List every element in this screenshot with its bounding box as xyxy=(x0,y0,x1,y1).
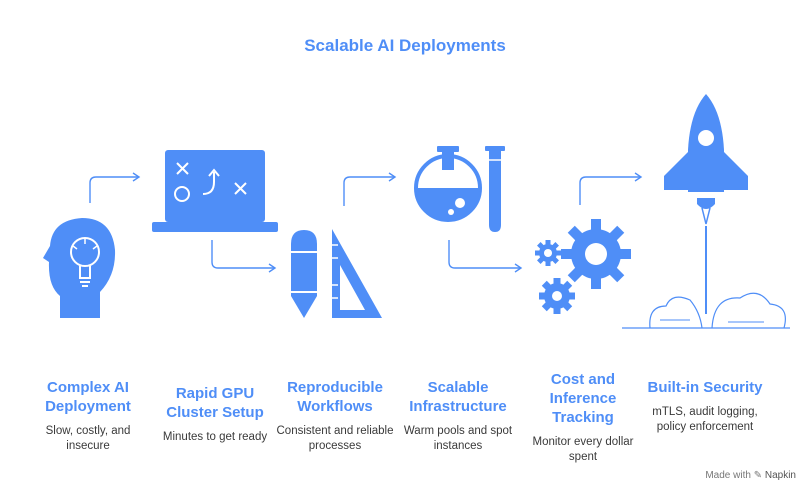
step-complex-ai-deployment: Complex AI Deployment Slow, costly, and … xyxy=(23,378,153,454)
step-title: Built-in Security xyxy=(647,379,763,396)
arrow-3-head xyxy=(388,172,397,182)
footer-prefix: Made with xyxy=(705,470,751,481)
arrow-2 xyxy=(211,240,274,269)
arrow-5-head xyxy=(634,172,643,182)
rocket-icon xyxy=(622,94,790,329)
arrow-5 xyxy=(579,176,640,205)
step-title: Complex AI Deployment xyxy=(45,379,131,415)
lab-flask-icon xyxy=(414,146,505,232)
step-description: Consistent and reliable processes xyxy=(276,425,394,452)
step-description: Monitor every dollar spent xyxy=(532,436,634,463)
strategy-laptop-icon xyxy=(152,150,278,232)
arrow-4 xyxy=(448,240,520,269)
step-built-in-security: Built-in Security mTLS, audit logging, p… xyxy=(640,378,770,435)
made-with-napkin-footer[interactable]: Made with ✎ Napkin xyxy=(705,470,796,481)
napkin-logo-icon: ✎ xyxy=(753,470,763,481)
step-scalable-infrastructure: Scalable Infrastructure Warm pools and s… xyxy=(393,378,523,454)
step-title: Rapid GPU Cluster Setup xyxy=(166,385,264,421)
gears-icon xyxy=(535,219,631,314)
step-title: Scalable Infrastructure xyxy=(409,379,507,415)
arrow-1 xyxy=(89,176,138,203)
diagram-illustration xyxy=(43,94,790,329)
arrow-2-head xyxy=(268,263,277,273)
step-description: Warm pools and spot instances xyxy=(403,425,513,452)
arrow-4-head xyxy=(514,263,523,273)
footer-brand: Napkin xyxy=(764,470,796,481)
arrow-1-head xyxy=(132,172,141,182)
head-lightbulb-icon xyxy=(43,218,116,318)
arrow-3 xyxy=(343,176,394,206)
pencil-ruler-icon xyxy=(291,229,382,318)
step-description: Minutes to get ready xyxy=(162,431,268,443)
step-title: Reproducible Workflows xyxy=(287,379,383,415)
step-description: Slow, costly, and insecure xyxy=(45,425,131,452)
page-title: Scalable AI Deployments xyxy=(304,36,506,55)
step-reproducible-workflows: Reproducible Workflows Consistent and re… xyxy=(270,378,400,454)
step-rapid-gpu-cluster-setup: Rapid GPU Cluster Setup Minutes to get r… xyxy=(150,384,280,445)
step-title: Cost and Inference Tracking xyxy=(549,371,617,426)
step-description: mTLS, audit logging, policy enforcement xyxy=(652,406,758,433)
connector-arrows xyxy=(89,172,643,273)
step-cost-and-inference-tracking: Cost and Inference Tracking Monitor ever… xyxy=(518,370,648,465)
